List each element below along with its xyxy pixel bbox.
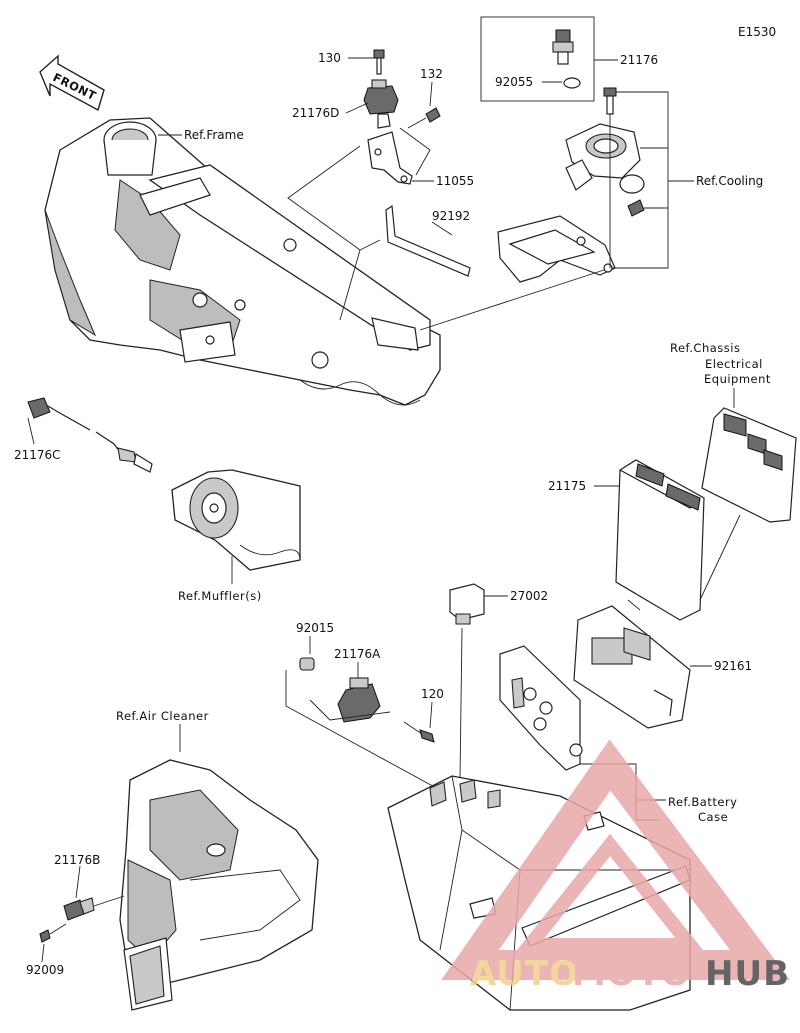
part-21176-label: 21176 — [620, 53, 658, 67]
ref-chassis-label-3: Equipment — [704, 372, 771, 386]
part-92161-label: 92161 — [714, 659, 752, 673]
ref-muffler-label: Ref.Muffler(s) — [178, 589, 262, 603]
part-21176D-label: 21176D — [292, 106, 339, 120]
sensor-21176A-assembly — [285, 657, 441, 791]
part-21176B-label: 21176B — [54, 853, 100, 867]
sensor-21176D-assembly — [287, 49, 471, 321]
sensor-21176C-assembly — [27, 397, 301, 571]
ref-battery-label-2: Case — [698, 810, 728, 824]
part-21176A-label: 21176A — [334, 647, 381, 661]
ref-battery-label-1: Ref.Battery — [668, 795, 737, 809]
watermark-text-moto: MOTO — [572, 954, 691, 994]
ecu-assembly — [573, 407, 797, 729]
part-130-label: 130 — [318, 51, 341, 65]
part-132-label: 132 — [420, 67, 443, 81]
frame-illustration — [44, 117, 441, 406]
part-92055-label: 92055 — [495, 75, 533, 89]
sensor-21176-assembly — [497, 29, 645, 283]
ref-air-cleaner-label: Ref.Air Cleaner — [116, 709, 209, 723]
front-arrow-icon: FRONT — [39, 54, 105, 112]
watermark-text-auto: AUTO — [470, 954, 579, 994]
part-120-label: 120 — [421, 687, 444, 701]
ref-chassis-label-2: Electrical — [705, 357, 763, 371]
diagram-code: E1530 — [738, 25, 776, 39]
part-27002-label: 27002 — [510, 589, 548, 603]
part-92192-label: 92192 — [432, 209, 470, 223]
part-21176C-label: 21176C — [14, 448, 61, 462]
part-92009-label: 92009 — [26, 963, 64, 977]
part-21175-label: 21175 — [548, 479, 586, 493]
watermark-triangle-icon — [441, 739, 790, 980]
kit-box-21176 — [480, 16, 595, 102]
ref-chassis-label-1: Ref.Chassis — [670, 341, 740, 355]
ref-cooling-label: Ref.Cooling — [696, 174, 763, 188]
watermark-logo: AUTO MOTO HUB — [441, 739, 790, 994]
air-cleaner — [39, 759, 319, 1011]
ref-frame-label: Ref.Frame — [184, 128, 244, 142]
part-11055-label: 11055 — [436, 174, 474, 188]
relay-27002 — [449, 583, 485, 625]
watermark-text-hub: HUB — [705, 954, 790, 994]
part-92015-label: 92015 — [296, 621, 334, 635]
